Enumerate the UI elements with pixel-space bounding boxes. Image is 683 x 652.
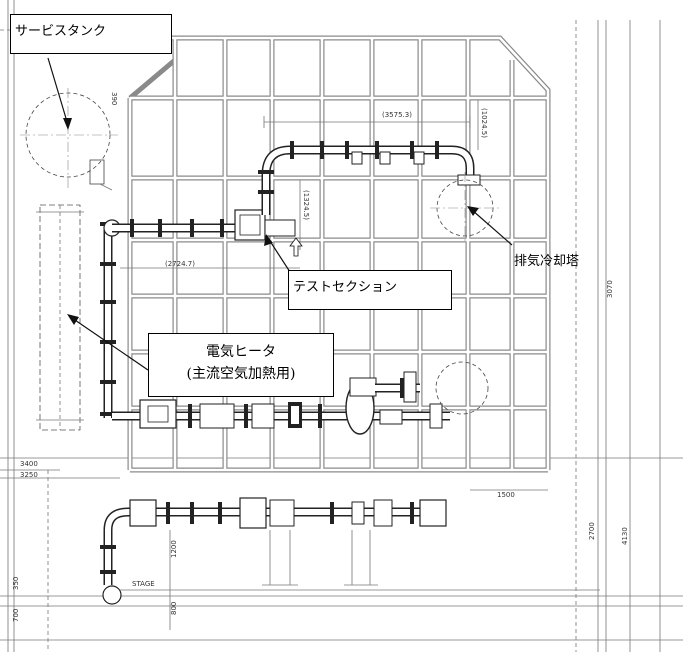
dim-2724: (2724.7) [165,260,195,268]
heater-label: 電気ヒータ (主流空気加熱用) [148,333,334,397]
dim-800: 800 [170,602,178,615]
dimension-lines [0,180,548,630]
leader-arrows [47,57,513,371]
dim-700: 700 [12,609,20,622]
test-section-text: テストセクション [293,280,398,295]
dim-2700: 2700 [588,522,596,540]
upper-pipe [112,209,296,241]
service-tank-label: サービスタンク [10,14,172,54]
heater-subtext: (主流空気加熱用) [186,366,296,382]
overhead-loop [258,100,481,215]
dim-1200: 1200 [170,540,178,558]
heater-line [112,361,489,435]
dim-350: 350 [12,577,20,590]
test-section-label: テストセクション [288,270,452,310]
dim-3400: 3400 [20,460,38,468]
exhaust-cooler-text: 排気冷却塔 [514,254,580,269]
dim-390: 390 [110,92,118,105]
service-tank [20,88,118,191]
dim-3070: 3070 [606,280,614,298]
exhaust-cooler [430,172,500,244]
dim-1500: 1500 [497,491,515,499]
left-rack [36,204,84,431]
heater-text: 電気ヒータ [206,344,276,360]
stage-label: STAGE [132,580,155,588]
lower-pipe [100,497,600,605]
dim-4130: 4130 [621,527,629,545]
dim-1024: (1024.5) [480,108,488,138]
dim-1324: (1324.5) [302,190,310,220]
exhaust-cooler-label: 排気冷却塔 [510,248,586,274]
vertical-pipe [100,219,121,418]
dim-3575: (3575.3) [382,111,412,119]
dim-3250: 3250 [20,471,38,479]
service-tank-text: サービスタンク [15,24,107,39]
steel-frame [127,35,551,473]
